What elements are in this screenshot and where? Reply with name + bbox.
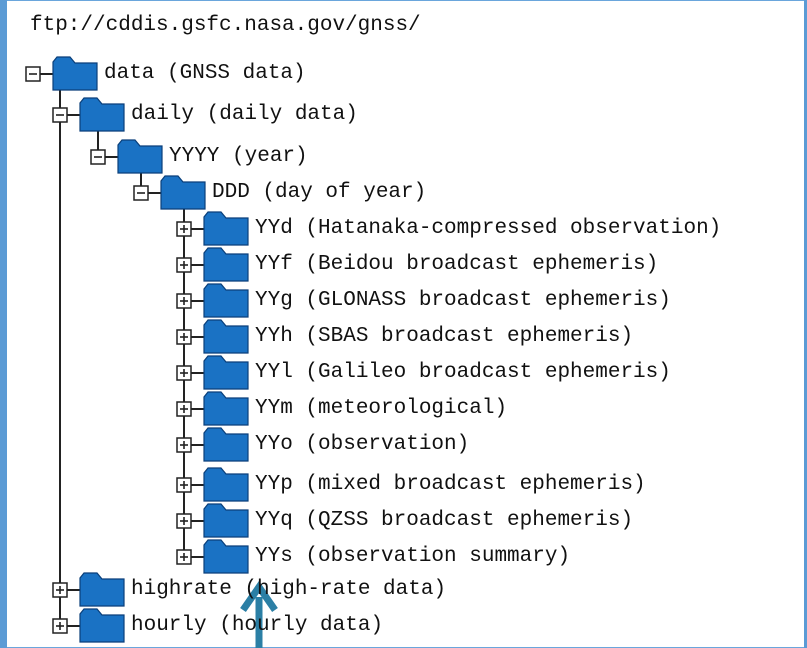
- annotation-arrow-icon: [240, 580, 278, 612]
- tree-node-label-ddd: DDD (day of year): [212, 181, 427, 204]
- folder-icon: [203, 391, 249, 426]
- frame-left-edge: [0, 0, 7, 648]
- root-path: ftp://cddis.gsfc.nasa.gov/gnss/: [30, 14, 421, 37]
- tree-node-label-hourly: hourly (hourly data): [131, 614, 384, 637]
- folder-icon: [52, 56, 98, 91]
- tree-node-label-yyh: YYh (SBAS broadcast ephemeris): [255, 325, 634, 348]
- folder-icon: [203, 467, 249, 502]
- folder-icon: [203, 247, 249, 282]
- folder-icon: [79, 608, 125, 643]
- tree-node-label-daily: daily (daily data): [131, 103, 358, 126]
- tree-node-label-yyd: YYd (Hatanaka-compressed observation): [255, 217, 722, 240]
- tree-node-label-data: data (GNSS data): [104, 62, 306, 85]
- frame-right-edge: [804, 0, 807, 648]
- folder-icon: [203, 211, 249, 246]
- folder-icon: [79, 97, 125, 132]
- folder-icon: [160, 175, 206, 210]
- tree-node-label-yyf: YYf (Beidou broadcast ephemeris): [255, 253, 659, 276]
- folder-icon: [203, 503, 249, 538]
- tree-node-label-yys: YYs (observation summary): [255, 545, 571, 568]
- tree-node-label-yyg: YYg (GLONASS broadcast ephemeris): [255, 289, 671, 312]
- folder-icon: [203, 539, 249, 574]
- tree-node-label-yym: YYm (meteorological): [255, 397, 508, 420]
- tree-node-label-yyp: YYp (mixed broadcast ephemeris): [255, 473, 646, 496]
- folder-icon: [203, 283, 249, 318]
- tree-node-label-yyq: YYq (QZSS broadcast ephemeris): [255, 509, 634, 532]
- tree-node-label-yyo: YYo (observation): [255, 433, 470, 456]
- folder-icon: [203, 319, 249, 354]
- tree-node-label-yyyy: YYYY (year): [169, 145, 308, 168]
- folder-icon: [79, 572, 125, 607]
- tree-node-label-yyl: YYl (Galileo broadcast ephemeris): [255, 361, 671, 384]
- folder-icon: [203, 355, 249, 390]
- folder-icon: [117, 139, 163, 174]
- tree-node-label-highrate: highrate (high-rate data): [131, 578, 447, 601]
- folder-icon: [203, 427, 249, 462]
